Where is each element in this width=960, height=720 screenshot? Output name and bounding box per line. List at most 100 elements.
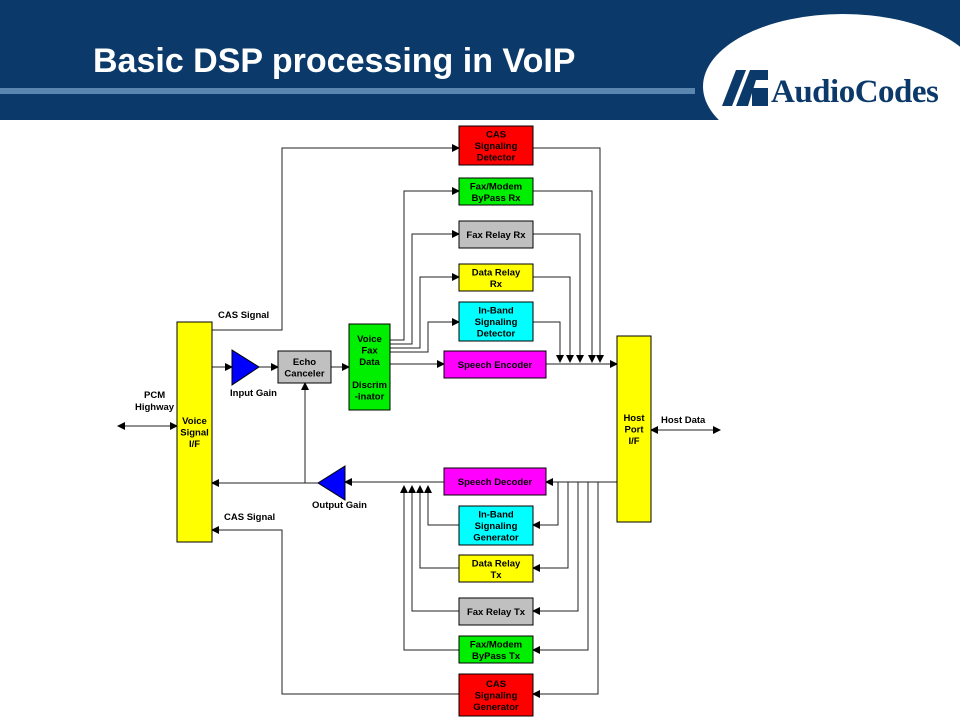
- wire-15: [533, 190, 596, 363]
- discriminator-text: Discrim: [352, 380, 387, 391]
- fax-relay-rx-box: [458, 220, 534, 249]
- output-gain-label: Output Gain: [312, 500, 367, 511]
- discriminator-box: [348, 323, 391, 411]
- wire-27: [400, 485, 459, 651]
- wire-14: [533, 147, 604, 363]
- voice-signal-if-text: Signal: [180, 428, 209, 439]
- host-port-if-text: Port: [625, 425, 645, 436]
- fax-relay-rx-text: Fax Relay Rx: [466, 230, 526, 241]
- wire-9: [390, 187, 460, 341]
- cas-detector-text: Detector: [477, 153, 516, 164]
- echo-canceler-text: Canceler: [284, 368, 324, 379]
- fax-relay-tx-block: Fax Relay Tx: [458, 597, 534, 626]
- data-relay-rx-box: [458, 263, 534, 292]
- inband-generator-text: Signaling: [475, 521, 518, 532]
- wire-30: [424, 485, 459, 526]
- cas-detector-box: [458, 125, 534, 166]
- wire-22: [532, 482, 589, 654]
- wire-18: [533, 321, 564, 363]
- wire-8: [211, 526, 459, 695]
- cas-generator-text: CAS: [486, 679, 506, 690]
- speech-decoder-text: Speech Decoder: [458, 477, 533, 488]
- inband-generator-box: [458, 505, 534, 546]
- wire-17: [533, 276, 574, 363]
- inband-generator-text: In-Band: [478, 510, 514, 521]
- echo-canceler-box: [277, 350, 332, 384]
- inband-detector-text: In-Band: [478, 306, 514, 317]
- fax-relay-rx-block: Fax Relay Rx: [458, 220, 534, 249]
- wire-12: [390, 318, 460, 353]
- speech-decoder-box: [443, 467, 547, 496]
- wire-24: [532, 482, 569, 572]
- fax-modem-rx-text: ByPass Rx: [471, 193, 521, 204]
- voice-signal-if-text: Voice: [182, 416, 207, 427]
- wire-16: [533, 233, 584, 363]
- discriminator-text: Data: [359, 357, 380, 368]
- slide-title: Basic DSP processing in VoIP: [93, 42, 576, 80]
- cas-detector-text: CAS: [486, 130, 506, 141]
- wire-7: [212, 144, 460, 331]
- cas-signal-bottom-label: CAS Signal: [224, 512, 275, 523]
- inband-generator-text: Generator: [473, 533, 519, 544]
- logo-text: AudioCodes: [771, 74, 939, 110]
- wire-29: [416, 485, 459, 569]
- data-relay-rx-text: Data Relay: [472, 267, 521, 278]
- fax-relay-tx-text: Fax Relay Tx: [467, 607, 526, 618]
- fax-modem-tx-text: Fax/Modem: [470, 639, 522, 650]
- voice-signal-if-text: I/F: [189, 439, 200, 450]
- cas-generator-text: Generator: [473, 702, 519, 713]
- inband-detector-text: Detector: [477, 329, 516, 340]
- fax-modem-tx-text: ByPass Tx: [472, 651, 521, 662]
- pcm-highway-label-2: Highway: [135, 402, 175, 413]
- wire-28: [408, 485, 459, 612]
- cas-generator-text: Signaling: [475, 691, 518, 702]
- signal-wires: [117, 144, 721, 698]
- cas-detector-text: Signaling: [475, 141, 518, 152]
- inband-detector-box: [458, 301, 534, 342]
- discriminator-text: Fax: [361, 345, 378, 356]
- audiocodes-logo-icon: [722, 70, 768, 106]
- data-relay-tx-text: Data Relay: [472, 558, 521, 569]
- host-port-if-text: I/F: [628, 436, 639, 447]
- fax-modem-rx-box: [458, 177, 534, 206]
- wire-23: [532, 482, 579, 615]
- discriminator-text: Voice: [357, 334, 382, 345]
- wire-11: [390, 273, 460, 349]
- wire-21: [532, 482, 599, 698]
- data-relay-tx-text: Tx: [490, 570, 502, 581]
- speech-encoder-text: Speech Encoder: [458, 360, 533, 371]
- input-gain-amplifier: [231, 349, 260, 386]
- wire-10: [390, 230, 460, 345]
- pcm-highway-label-1: PCM: [144, 390, 165, 401]
- speech-decoder-block: Speech Decoder: [443, 467, 547, 496]
- host-port-if-box: [616, 335, 652, 523]
- host-data-label: Host Data: [661, 415, 706, 426]
- cas-generator-box: [458, 673, 534, 717]
- title-underline: [0, 88, 695, 94]
- echo-canceler-text: Echo: [293, 357, 316, 368]
- host-port-if-text: Host: [623, 413, 645, 424]
- inband-detector-text: Signaling: [475, 317, 518, 328]
- fax-modem-rx-text: Fax/Modem: [470, 181, 522, 192]
- input-gain-label: Input Gain: [230, 388, 277, 399]
- voice-signal-if-box: [176, 321, 213, 543]
- data-relay-rx-text: Rx: [490, 279, 503, 290]
- speech-encoder-block: Speech Encoder: [443, 350, 547, 379]
- discriminator-text: -inator: [355, 391, 385, 402]
- wire-25: [532, 482, 559, 529]
- speech-encoder-box: [443, 350, 547, 379]
- output-gain-amplifier: [317, 465, 346, 501]
